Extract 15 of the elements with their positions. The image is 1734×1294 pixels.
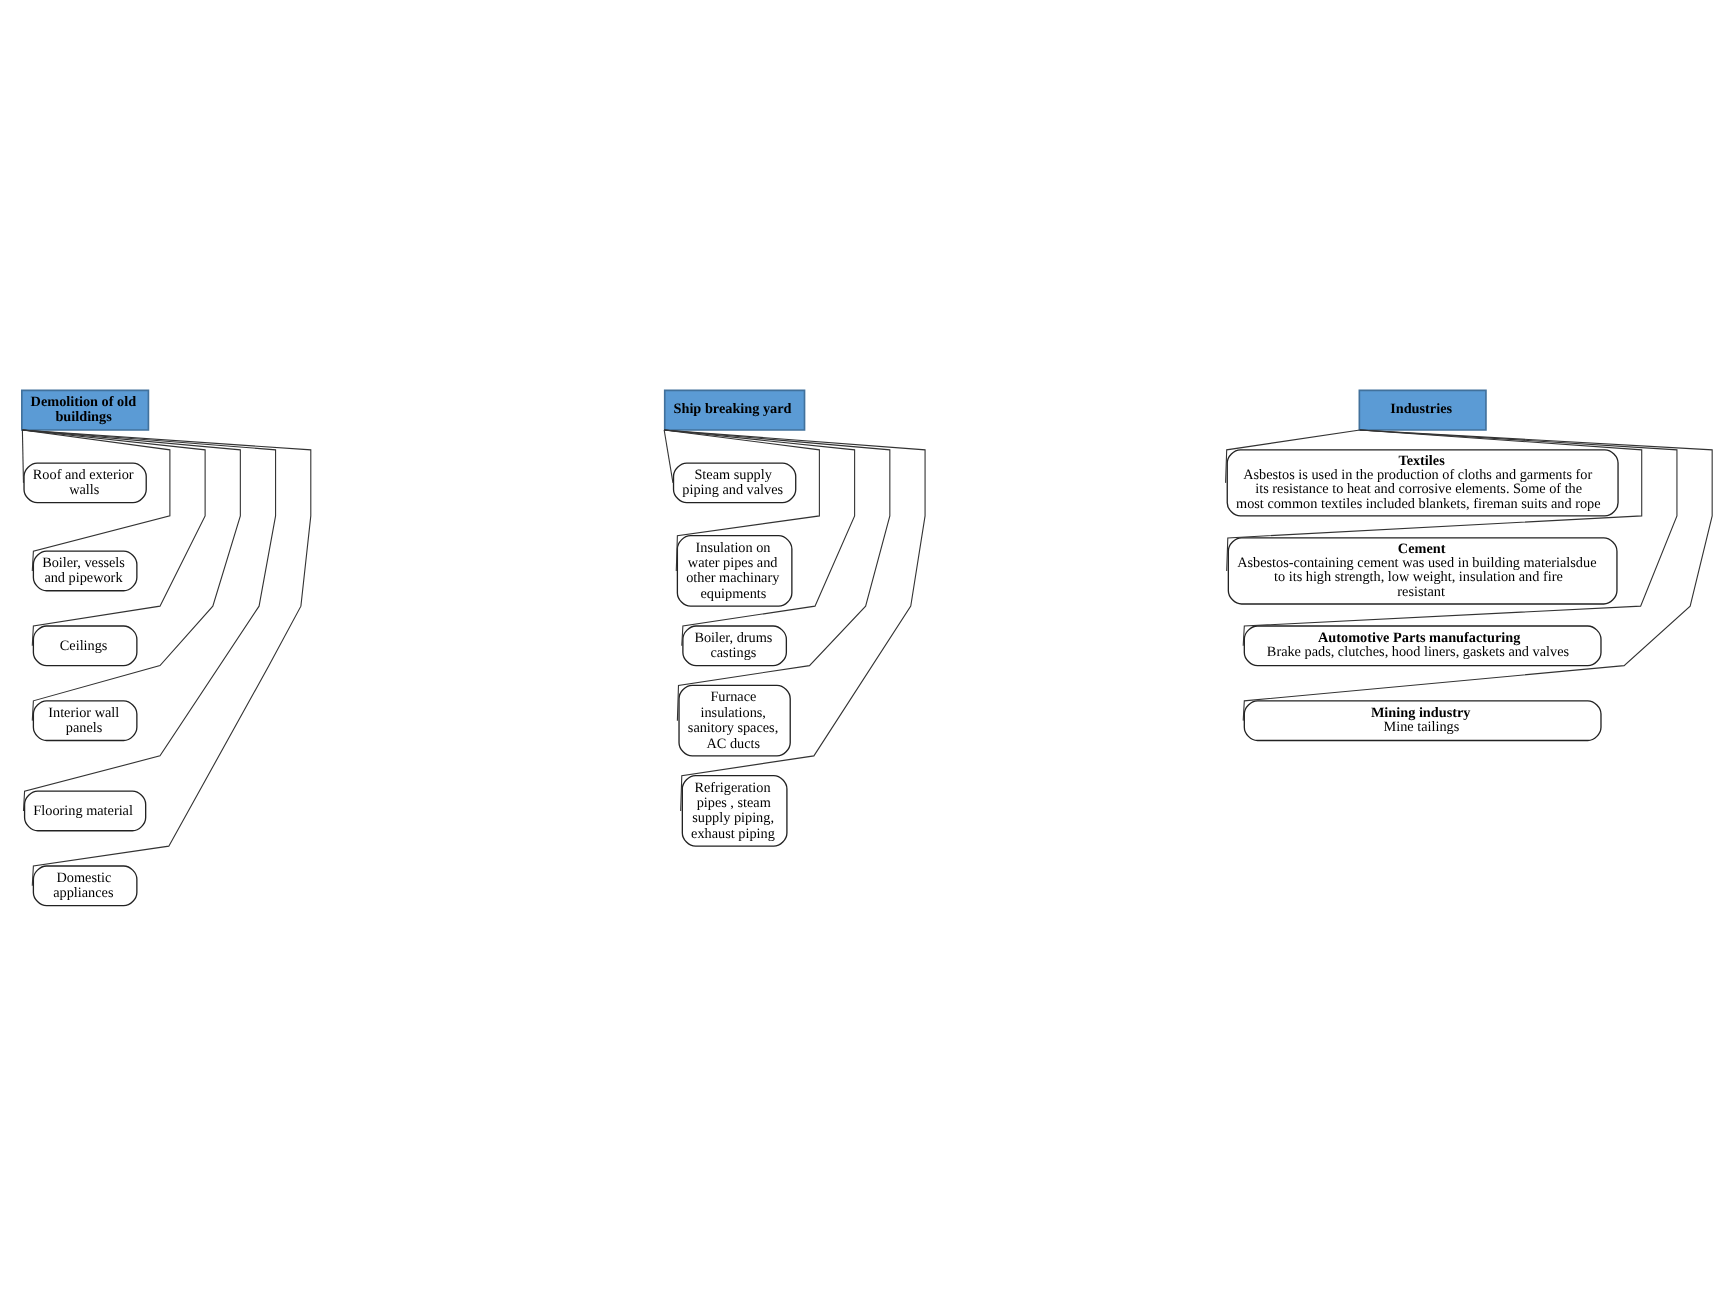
connector bbox=[1242, 428, 1713, 721]
connector bbox=[21, 428, 312, 886]
connector bbox=[663, 428, 926, 811]
connector bbox=[1225, 428, 1361, 483]
connector bbox=[21, 428, 206, 646]
connector bbox=[1226, 428, 1643, 571]
connector bbox=[21, 428, 171, 571]
connector bbox=[21, 428, 277, 811]
connector bbox=[1242, 428, 1678, 646]
connector bbox=[663, 428, 674, 483]
connector bbox=[663, 428, 891, 721]
connector bbox=[663, 428, 820, 571]
connector bbox=[21, 428, 241, 721]
connector bbox=[21, 428, 25, 483]
connector bbox=[663, 428, 856, 646]
